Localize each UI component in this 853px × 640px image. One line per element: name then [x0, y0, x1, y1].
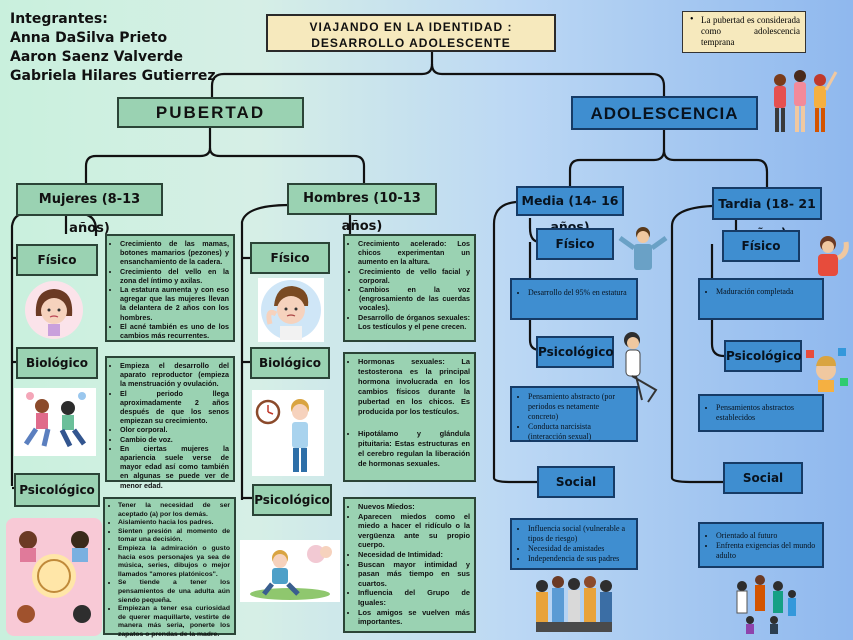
list-item: Crecimiento de vello facial y corporal. [359, 267, 470, 285]
mujeres-fisico-label: Físico [16, 244, 98, 276]
girls-dreaming-illustration [6, 518, 102, 636]
media-fisico-label: Físico [536, 228, 614, 260]
list-item: En ciertas mujeres la apariencia suele v… [120, 444, 229, 490]
two-girls-illustration [14, 388, 96, 456]
title-line-1: VIAJANDO EN LA IDENTIDAD : [309, 20, 513, 34]
list-item: Pensamiento abstracto (por periodos es n… [528, 392, 630, 422]
list-item: Influencia social (vulnerable a tipos de… [528, 524, 630, 544]
main-title: VIAJANDO EN LA IDENTIDAD : DESARROLLO AD… [266, 14, 556, 52]
member-name: Aaron Saenz Valverde [10, 49, 184, 65]
member-name: Anna DaSilva Prieto [10, 30, 168, 46]
media-social-text: Influencia social (vulnerable a tipos de… [510, 518, 638, 570]
mujeres-psicologico-text: Tener la necesidad de ser aceptado (a) p… [103, 497, 236, 638]
hombres-psicologico-label: Psicológico [252, 484, 332, 516]
media-header: Media (14- 16 años) [516, 186, 624, 234]
list-item: Necesidad de amistades [528, 544, 630, 554]
adults-group-illustration [736, 575, 796, 634]
list-item: Pensamientos abstractos establecidos [716, 403, 816, 423]
list-item: Los amigos se vuelven más importantes. [358, 608, 470, 627]
list-item: Sienten presión al momento de tomar una … [118, 528, 230, 545]
list-item: Tener la necesidad de ser aceptado (a) p… [118, 502, 230, 519]
mujeres-header: Mujeres (8-13 años) [16, 183, 163, 236]
list-item: Orientado al futuro [716, 531, 816, 541]
list-item: Nuevos Miedos: [358, 502, 470, 512]
tardia-social-text: Orientado al futuro Enfrenta exigencias … [698, 522, 824, 568]
list-item: Influencia del Grupo de Iguales: [358, 588, 470, 607]
teens-group-illustration [774, 70, 838, 132]
tardia-header: Tardia (18- 21 años) [712, 187, 822, 240]
media-psicologico-label: Psicológico [536, 336, 614, 368]
note-box: La pubertad es considerada como adolesce… [682, 11, 806, 53]
list-item: Olor corporal. [120, 425, 229, 434]
members-block: Integrantes: Anna DaSilva Prieto Aaron S… [10, 10, 216, 86]
tardia-fisico-label: Físico [722, 230, 800, 262]
mujeres-psicologico-label: Psicológico [14, 473, 100, 507]
teen-boy-shrug-illustration [618, 227, 668, 270]
list-item: Crecimiento acelerado: Los chicos experi… [358, 239, 470, 267]
pubertad-header: PUBERTAD [117, 97, 304, 128]
list-item: Desarrollo de órganos sexuales: Los test… [358, 313, 470, 331]
list-item: Empieza la admiración o gusto hacia esos… [118, 545, 230, 579]
list-item: Conducta narcisista (interacción sexual) [528, 422, 630, 442]
media-social-label: Social [537, 466, 615, 498]
member-name: Gabriela Hilares Gutierrez [10, 68, 216, 84]
hombres-biologico-label: Biológico [250, 347, 330, 379]
hombres-psicologico-text: Nuevos Miedos: Aparecen miedos como el m… [343, 497, 476, 633]
list-item: Buscan mayor intimidad y pasan más tiemp… [358, 560, 470, 589]
list-item: Cambio de voz. [120, 435, 229, 444]
tardia-psicologico-label: Psicológico [724, 340, 802, 372]
girl-face-illustration [25, 281, 83, 339]
hombres-biologico-text: Hormonas sexuales: La testosterona es la… [343, 352, 476, 482]
mujeres-biologico-label: Biológico [16, 347, 98, 379]
boy-face-illustration [258, 278, 324, 342]
list-item: Enfrenta exigencias del mundo adulto [716, 541, 816, 561]
tardia-social-label: Social [723, 462, 803, 494]
hombres-fisico-text: Crecimiento acelerado: Los chicos experi… [343, 234, 476, 342]
list-item: Hormonas sexuales: La testosterona es la… [358, 357, 470, 417]
teen-girl-pensive-illustration [624, 332, 658, 403]
thinking-puzzle-illustration [806, 348, 848, 392]
list-item: El acné también es uno de los cambios má… [120, 322, 229, 340]
hombres-fisico-label: Físico [250, 242, 330, 274]
media-psicologico-text: Pensamiento abstracto (por periodos es n… [510, 386, 638, 442]
list-item: Aparecen miedos como el miedo a hacer el… [358, 512, 470, 550]
list-item: Necesidad de Intimidad: [358, 550, 470, 560]
adolescencia-header: ADOLESCENCIA [571, 96, 758, 130]
mujeres-fisico-text: Crecimiento de las mamas, botones mamari… [105, 234, 235, 342]
list-item: Independencia de sus padres [528, 554, 630, 564]
list-item: La estatura aumenta y con eso agregar qu… [120, 285, 229, 322]
tardia-fisico-text: Maduración completada [698, 278, 824, 320]
media-fisico-text: Desarrollo del 95% en estatura [510, 278, 638, 320]
hombres-header: Hombres (10-13 años) [287, 183, 437, 234]
sad-boy-illustration [240, 540, 340, 602]
list-item: Empieza el desarrollo del aparato reprod… [120, 361, 229, 389]
list-item: El periodo llega aproximadamente 2 años … [120, 389, 229, 426]
friends-group-illustration [536, 576, 612, 632]
list-item: Crecimiento de las mamas, botones mamari… [120, 239, 229, 267]
list-item: Aislamiento hacia los padres. [118, 519, 230, 528]
title-line-2: DESARROLLO ADOLESCENTE [311, 36, 511, 50]
mujeres-biologico-text: Empieza el desarrollo del aparato reprod… [105, 356, 235, 490]
tardia-psicologico-text: Pensamientos abstractos establecidos [698, 394, 824, 432]
members-heading: Integrantes: [10, 11, 108, 27]
list-item: Maduración completada [716, 287, 816, 297]
list-item: Empiezan a tener esa curiosidad de quere… [118, 605, 230, 639]
list-item: Crecimiento del vello en la zona del ínt… [120, 267, 229, 285]
list-item: Hipotálamo y glándula pituitaria: Estas … [358, 429, 470, 469]
list-item: Desarrollo del 95% en estatura [528, 288, 630, 298]
list-item: Se tiende a tener los pensamientos de un… [118, 579, 230, 605]
strong-arm-illustration [818, 236, 849, 276]
list-item: Cambios en la voz (engrosamiento de las … [359, 285, 470, 313]
boy-clock-illustration [252, 390, 324, 476]
